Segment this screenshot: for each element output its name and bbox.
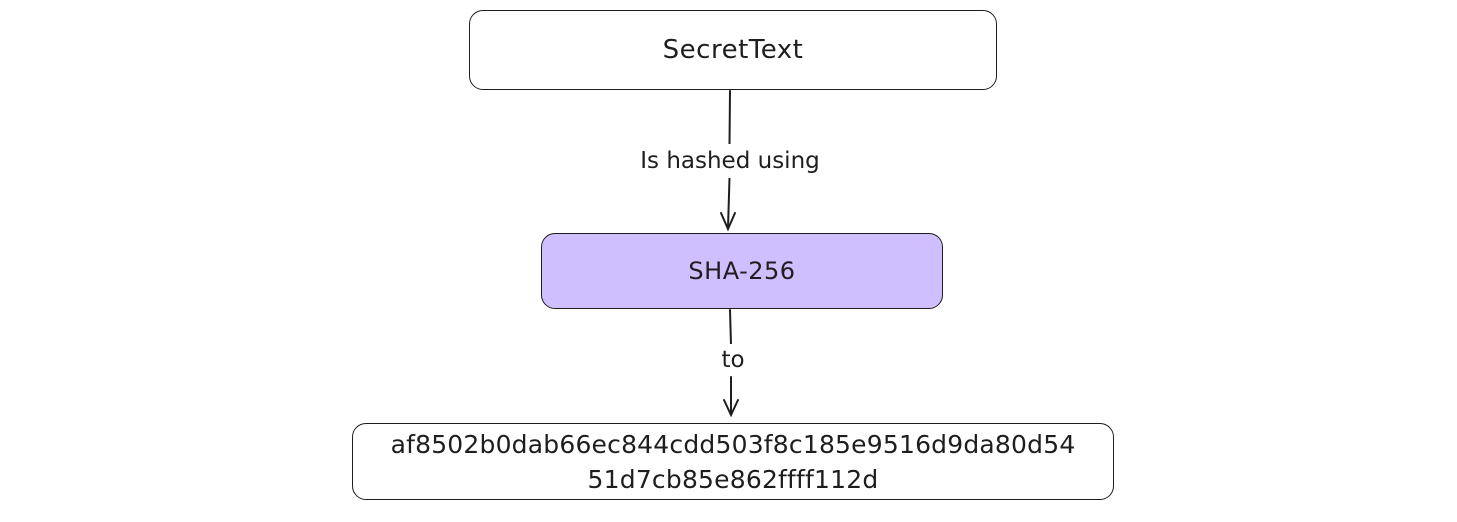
edge-label-to: to <box>710 344 756 376</box>
arrow-shaft <box>729 309 732 415</box>
arrowhead-icon <box>723 399 739 418</box>
arrow-input-to-algorithm <box>720 90 736 232</box>
hash-output-line-1: af8502b0dab66ec844cdd503f8c185e9516d9da8… <box>390 429 1076 459</box>
node-sha-256: SHA-256 <box>541 233 943 309</box>
arrow-shaft <box>727 90 731 229</box>
node-sha-256-label: SHA-256 <box>688 257 796 285</box>
arrow-algorithm-to-output <box>723 309 739 418</box>
node-hash-output: af8502b0dab66ec844cdd503f8c185e9516d9da8… <box>352 423 1114 500</box>
node-secret-text-label: SecretText <box>662 35 804 65</box>
node-secret-text: SecretText <box>469 10 997 90</box>
arrowhead-icon <box>720 212 736 232</box>
hash-output-line-2: 51d7cb85e862ffff112d <box>587 464 879 494</box>
edge-label-is-hashed-using: Is hashed using <box>619 144 841 178</box>
